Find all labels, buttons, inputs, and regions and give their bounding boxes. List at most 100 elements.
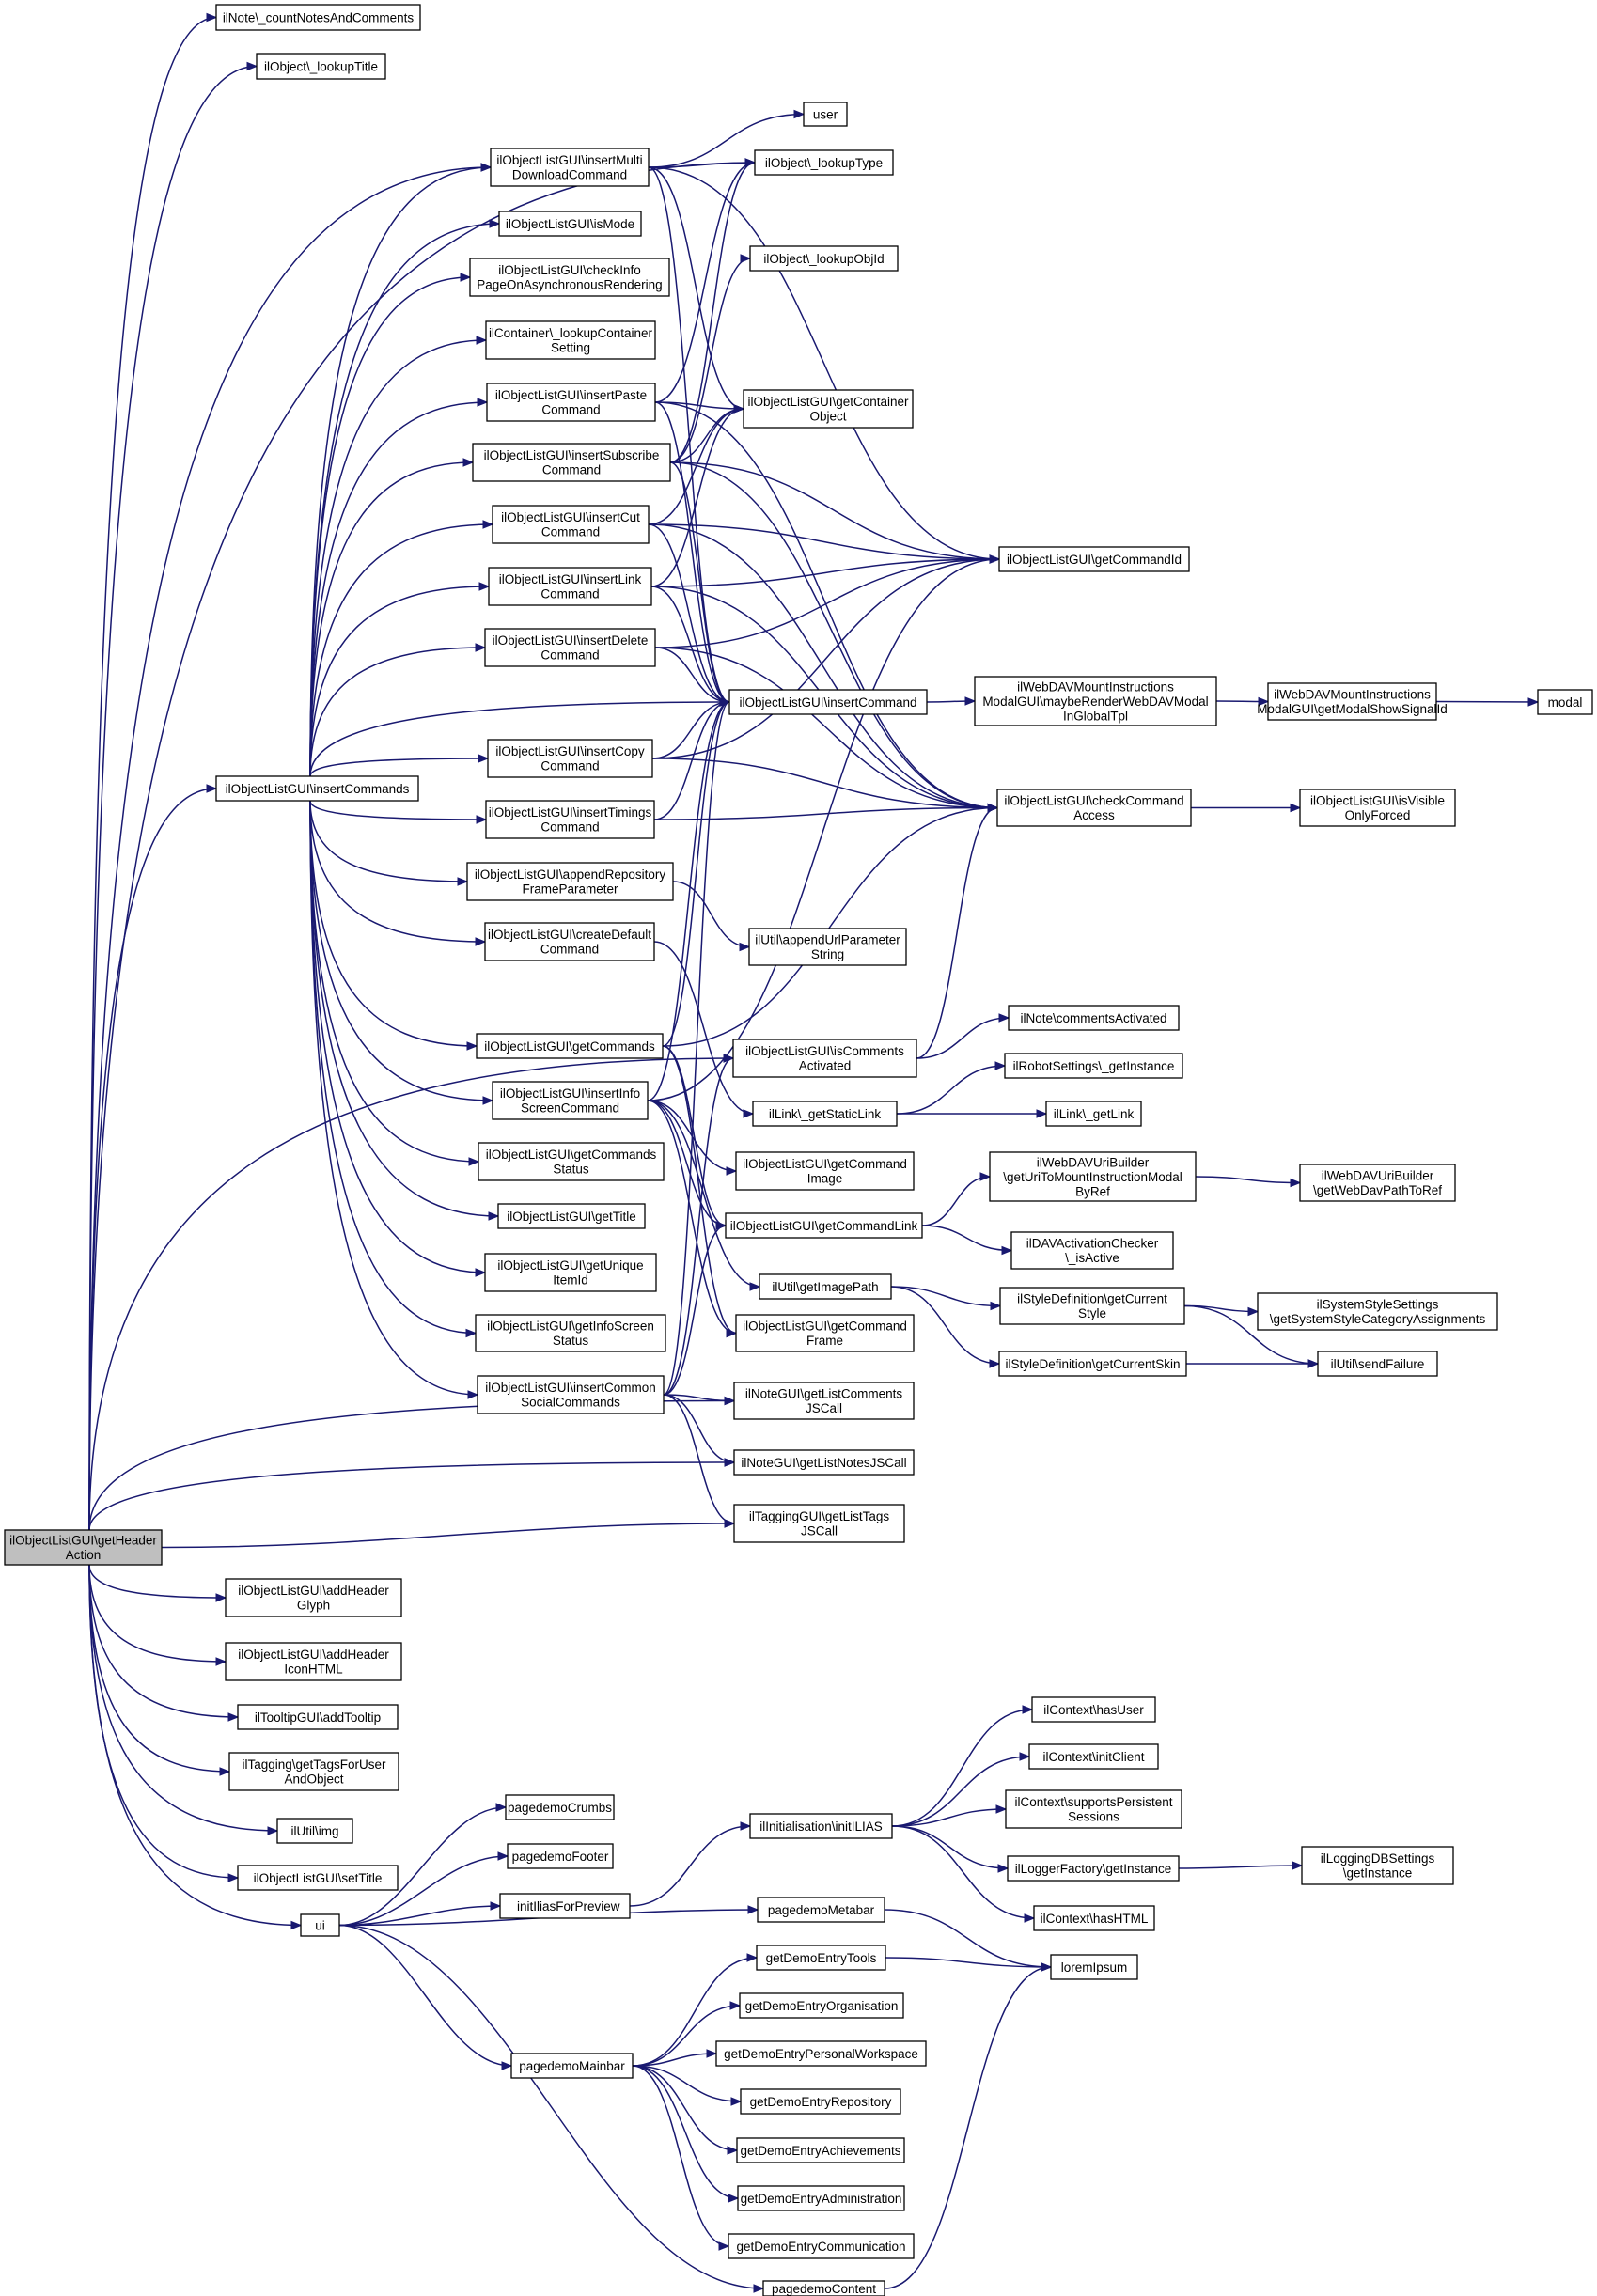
node-box [759, 1273, 892, 1300]
node-get-web-dav-path[interactable]: ilWebDAVUriBuilder\getWebDavPathToRef [1299, 1164, 1456, 1202]
node-get-demo-entry-tools[interactable]: getDemoEntryTools [756, 1945, 886, 1971]
node-webdav-uri-builder[interactable]: ilWebDAVUriBuilder\getUriToMountInstruct… [989, 1151, 1197, 1202]
node-robot-settings[interactable]: ilRobotSettings\_getInstance [1004, 1053, 1183, 1079]
node-get-image-path[interactable]: ilUtil\getImagePath [759, 1273, 892, 1300]
node-get-demo-entry-admin[interactable]: getDemoEntryAdministration [737, 2185, 905, 2211]
node-append-repo[interactable]: ilObjectListGUI\appendRepositoryFramePar… [466, 862, 674, 901]
node-modal[interactable]: modal [1537, 689, 1593, 715]
node-init-ilias[interactable]: ilInitialisation\initILIAS [749, 1813, 893, 1839]
node-label: ilObjectListGUI\appendRepository [475, 867, 666, 882]
node-lookup-obj-id[interactable]: ilObject\_lookupObjId [749, 245, 899, 272]
node-dav-activation[interactable]: ilDAVActivationChecker\_isActive [1010, 1231, 1174, 1270]
edge-arrowhead [475, 643, 487, 652]
node-pagedemo-crumbs[interactable]: pagedemoCrumbs [505, 1794, 615, 1820]
node-pagedemo-content[interactable]: pagedemoContent [762, 2280, 885, 2296]
edge-line [88, 788, 217, 1531]
node-get-demo-entry-personal[interactable]: getDemoEntryPersonalWorkspace [715, 2040, 927, 2067]
node-img[interactable]: ilUtil\img [276, 1818, 353, 1844]
node-get-current-skin[interactable]: ilStyleDefinition\getCurrentSkin [998, 1351, 1187, 1377]
node-ui[interactable]: ui [300, 1913, 340, 1937]
node-get-static-link[interactable]: ilLink\_getStaticLink [752, 1101, 898, 1127]
node-logger-factory[interactable]: ilLoggerFactory\getInstance [1007, 1855, 1180, 1882]
edge-arrowhead [462, 458, 475, 467]
node-add-tooltip[interactable]: ilTooltipGUI\addTooltip [237, 1704, 399, 1730]
node-get-list-notes[interactable]: ilNoteGUI\getListNotesJSCall [733, 1449, 915, 1476]
node-get-commands[interactable]: ilObjectListGUI\getCommands [476, 1033, 664, 1059]
edge-insert-commands-to-lookup-container [309, 336, 488, 777]
node-is-mode[interactable]: ilObjectListGUI\isMode [498, 211, 642, 237]
node-check-info[interactable]: ilObjectListGUI\checkInfoPageOnAsynchron… [469, 258, 670, 297]
node-get-link[interactable]: ilLink\_getLink [1045, 1101, 1142, 1127]
node-init-client[interactable]: ilContext\initClient [1028, 1743, 1159, 1770]
node-get-command-link[interactable]: ilObjectListGUI\getCommandLink [725, 1212, 923, 1239]
node-maybe-render[interactable]: ilWebDAVMountInstructionsModalGUI\maybeR… [974, 676, 1217, 726]
node-set-title[interactable]: ilObjectListGUI\setTitle [237, 1865, 399, 1891]
node-count-notes[interactable]: ilNote\_countNotesAndComments [215, 4, 421, 31]
node-label: PageOnAsynchronousRendering [477, 278, 662, 292]
node-send-failure[interactable]: ilUtil\sendFailure [1317, 1351, 1438, 1377]
edge-line [890, 1286, 1001, 1307]
node-box [748, 928, 907, 966]
node-get-demo-entry-comm[interactable]: getDemoEntryCommunication [728, 2233, 915, 2259]
node-box [974, 676, 1217, 726]
node-pagedemo-metabar[interactable]: pagedemoMetabar [757, 1897, 885, 1923]
node-user[interactable]: user [803, 102, 848, 127]
node-get-modal-show[interactable]: ilWebDAVMountInstructionsModalGUI\getMod… [1257, 682, 1448, 721]
edge-arrowhead [990, 1301, 1002, 1311]
node-pagedemo-footer[interactable]: pagedemoFooter [507, 1843, 614, 1869]
node-logging-db[interactable]: ilLoggingDBSettings\getInstance [1301, 1846, 1454, 1885]
node-insert-multi[interactable]: ilObjectListGUI\insertMultiDownloadComma… [490, 148, 650, 187]
node-insert-common-social[interactable]: ilObjectListGUI\insertCommonSocialComman… [477, 1375, 665, 1414]
node-label: ilTagging\getTagsForUser [242, 1757, 386, 1772]
node-has-user[interactable]: ilContext\hasUser [1031, 1696, 1156, 1723]
node-init-ilias[interactable]: _initIliasForPreview [499, 1893, 631, 1919]
node-get-demo-entry-org[interactable]: getDemoEntryOrganisation [739, 1992, 904, 2019]
node-get-demo-entry-ach[interactable]: getDemoEntryAchievements [736, 2137, 905, 2163]
node-label: Style [1078, 1306, 1106, 1320]
node-get-command-id[interactable]: ilObjectListGUI\getCommandId [998, 546, 1190, 572]
edge-arrowhead [753, 2284, 765, 2293]
node-lookup-title[interactable]: ilObject\_lookupTitle [256, 53, 386, 80]
node-comments-activated[interactable]: ilNote\commentsActivated [1008, 1005, 1180, 1031]
node-get-title[interactable]: ilObjectListGUI\getTitle [497, 1203, 646, 1229]
edge-line [309, 586, 490, 777]
node-insert-command[interactable]: ilObjectListGUI\insertCommand [728, 689, 928, 715]
node-system-style[interactable]: ilSystemStyleSettings\getSystemStyleCate… [1257, 1292, 1498, 1331]
node-pagedemo-mainbar[interactable]: pagedemoMainbar [510, 2053, 634, 2079]
node-insert-commands[interactable]: ilObjectListGUI\insertCommands [215, 775, 419, 802]
node-get-demo-entry-repo[interactable]: getDemoEntryRepository [740, 2088, 901, 2115]
node-has-html[interactable]: ilContext\hasHTML [1033, 1905, 1155, 1931]
node-lookup-type[interactable]: ilObject\_lookupType [754, 149, 894, 176]
node-lorem-ipsum[interactable]: loremIpsum [1050, 1954, 1138, 1980]
node-box [740, 2088, 901, 2115]
node-box [490, 148, 650, 187]
